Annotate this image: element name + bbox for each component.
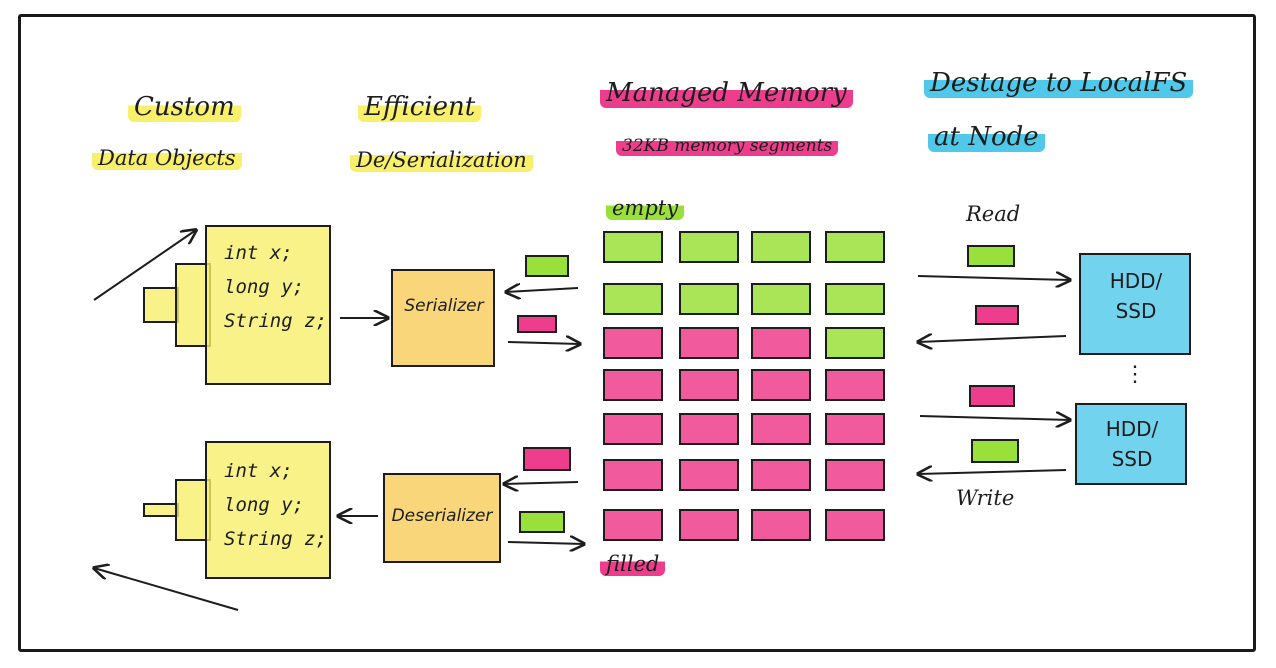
memory-segment-r5-c2: [679, 413, 739, 445]
read-label: Read: [966, 202, 1021, 226]
memory-segment-r7-c1: [603, 509, 663, 541]
deserializer-box: [383, 473, 501, 563]
memory-segment-r4-c3: [751, 369, 811, 401]
deserializer-label: Deserializer: [391, 506, 493, 526]
top-object-frame-3: [143, 287, 179, 323]
growth-arrow-top: [93, 230, 196, 301]
memory-segment-r2-c4: [825, 283, 885, 315]
write-label: Write: [956, 486, 1015, 510]
memory-segment-r4-c1: [603, 369, 663, 401]
memory-segment-r3-c4: [825, 327, 885, 359]
read-segment-empty: [967, 245, 1015, 267]
bottom-object-frame-3: [143, 503, 179, 517]
heading-managed-line2: 32KB memory segments: [616, 136, 839, 156]
memory-segment-r6-c3: [751, 459, 811, 491]
memory-segment-r6-c4: [825, 459, 885, 491]
memory-segment-r2-c3: [751, 283, 811, 315]
heading-efficient-line1: Efficient: [358, 92, 482, 122]
memory-segment-r6-c1: [603, 459, 663, 491]
memory-segment-r7-c2: [679, 509, 739, 541]
memory-empty-label: empty: [606, 196, 685, 220]
disk-to-memory-arrow: [918, 336, 1067, 342]
memory-segment-r5-c3: [751, 413, 811, 445]
bottom-object-frame-5: [205, 441, 331, 579]
memory-segment-r7-c4: [825, 509, 885, 541]
top-object-fields: int x; long y; String z;: [224, 242, 327, 332]
memory-to-deserializer-arrow: [504, 482, 579, 484]
disk-return-filled-segment: [975, 305, 1019, 325]
deserializer-incoming-filled-segment: [523, 447, 571, 471]
memory-to-disk-write-arrow: [919, 416, 1070, 420]
heading-custom-line2: Data Objects: [92, 146, 242, 170]
memory-segment-r1-c1: [603, 231, 663, 263]
disk-2-label-line2: SSD: [1111, 447, 1153, 471]
disk-ellipsis: ⋮: [1124, 362, 1146, 387]
serializer-to-memory-arrow: [507, 342, 580, 344]
deserializer-outgoing-empty-segment: [519, 511, 565, 533]
disk-2-box: [1075, 403, 1187, 485]
serializer-outgoing-filled-segment: [517, 315, 557, 333]
deserializer-to-memory-arrow: [507, 542, 584, 544]
memory-segment-r3-c2: [679, 327, 739, 359]
disk-2-label: HDD/ SSD: [1086, 414, 1178, 474]
memory-segment-r2-c1: [603, 283, 663, 315]
write-return-empty-segment: [971, 439, 1019, 463]
memory-segment-r1-c3: [751, 231, 811, 263]
heading-destage-line2: at Node: [928, 122, 1045, 152]
bottom-object-fields: int x; long y; String z;: [224, 460, 327, 550]
write-segment-filled: [969, 385, 1015, 407]
heading-efficient-line2: De/Serialization: [350, 148, 533, 172]
memory-segment-r6-c2: [679, 459, 739, 491]
memory-segment-r1-c4: [825, 231, 885, 263]
memory-segment-r3-c1: [603, 327, 663, 359]
memory-segment-r4-c4: [825, 369, 885, 401]
memory-segment-r7-c3: [751, 509, 811, 541]
memory-segment-r5-c1: [603, 413, 663, 445]
disk-1-label-line1: HDD/: [1109, 269, 1163, 293]
serializer-label: Serializer: [404, 296, 484, 316]
top-object-frame-4: [175, 263, 211, 347]
memory-segment-r4-c2: [679, 369, 739, 401]
disk-to-memory-write-arrow: [918, 470, 1067, 474]
serializer-incoming-empty-segment: [525, 255, 569, 277]
memory-filled-label: filled: [600, 552, 666, 576]
memory-segment-r3-c3: [751, 327, 811, 359]
heading-destage-line1: Destage to LocalFS: [924, 68, 1194, 98]
memory-to-disk-read-arrow: [917, 276, 1070, 280]
disk-1-label: HDD/ SSD: [1090, 266, 1182, 326]
top-object-frame-5: [205, 225, 331, 385]
serializer-box: [391, 269, 495, 367]
memory-to-serializer-arrow: [506, 288, 579, 292]
memory-segment-r2-c2: [679, 283, 739, 315]
memory-segment-r1-c2: [679, 231, 739, 263]
memory-segment-r5-c4: [825, 413, 885, 445]
bottom-object-frame-4: [175, 479, 211, 541]
heading-managed-line1: Managed Memory: [600, 78, 853, 108]
disk-1-box: [1079, 253, 1191, 355]
growth-arrow-bottom: [94, 568, 239, 611]
disk-1-label-line2: SSD: [1115, 299, 1157, 323]
disk-2-label-line1: HDD/: [1105, 417, 1159, 441]
heading-custom-line1: Custom: [128, 92, 241, 122]
